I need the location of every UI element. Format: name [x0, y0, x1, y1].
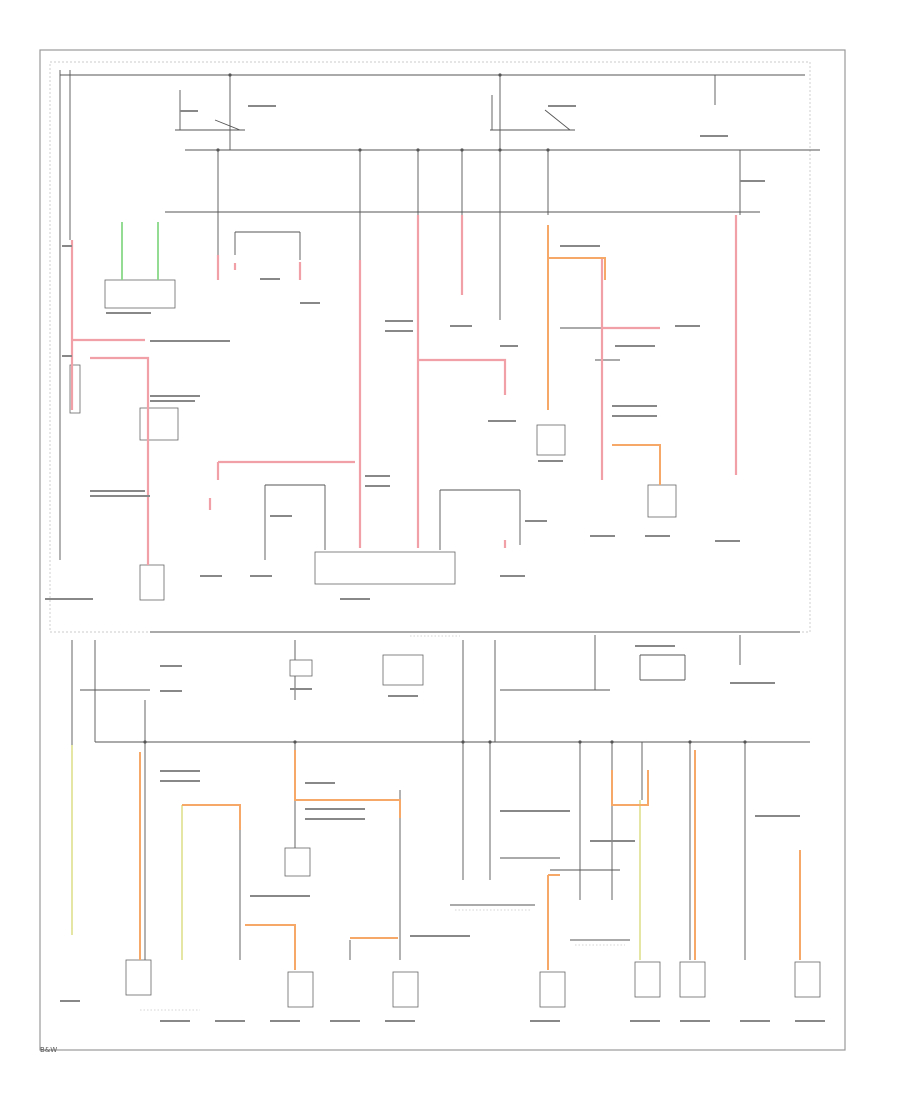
lower-orange-wires — [139, 750, 801, 970]
diagram-footer-code: B&W — [40, 1046, 58, 1054]
diagram-frame — [39, 49, 846, 1051]
upper-section-frame — [49, 61, 811, 633]
dashed-separators — [140, 635, 625, 1011]
upper-pink-wires — [70, 215, 738, 565]
green-wires — [121, 222, 159, 280]
lower-modules — [125, 654, 821, 1008]
upper-orange-wires — [547, 225, 661, 485]
upper-modules — [69, 279, 677, 601]
upper-black-wiring — [59, 70, 820, 560]
yellow-wires — [71, 745, 641, 960]
component-label-marks — [45, 105, 825, 1022]
lower-junction-dots — [143, 740, 747, 744]
upper-junction-dots — [216, 73, 550, 152]
